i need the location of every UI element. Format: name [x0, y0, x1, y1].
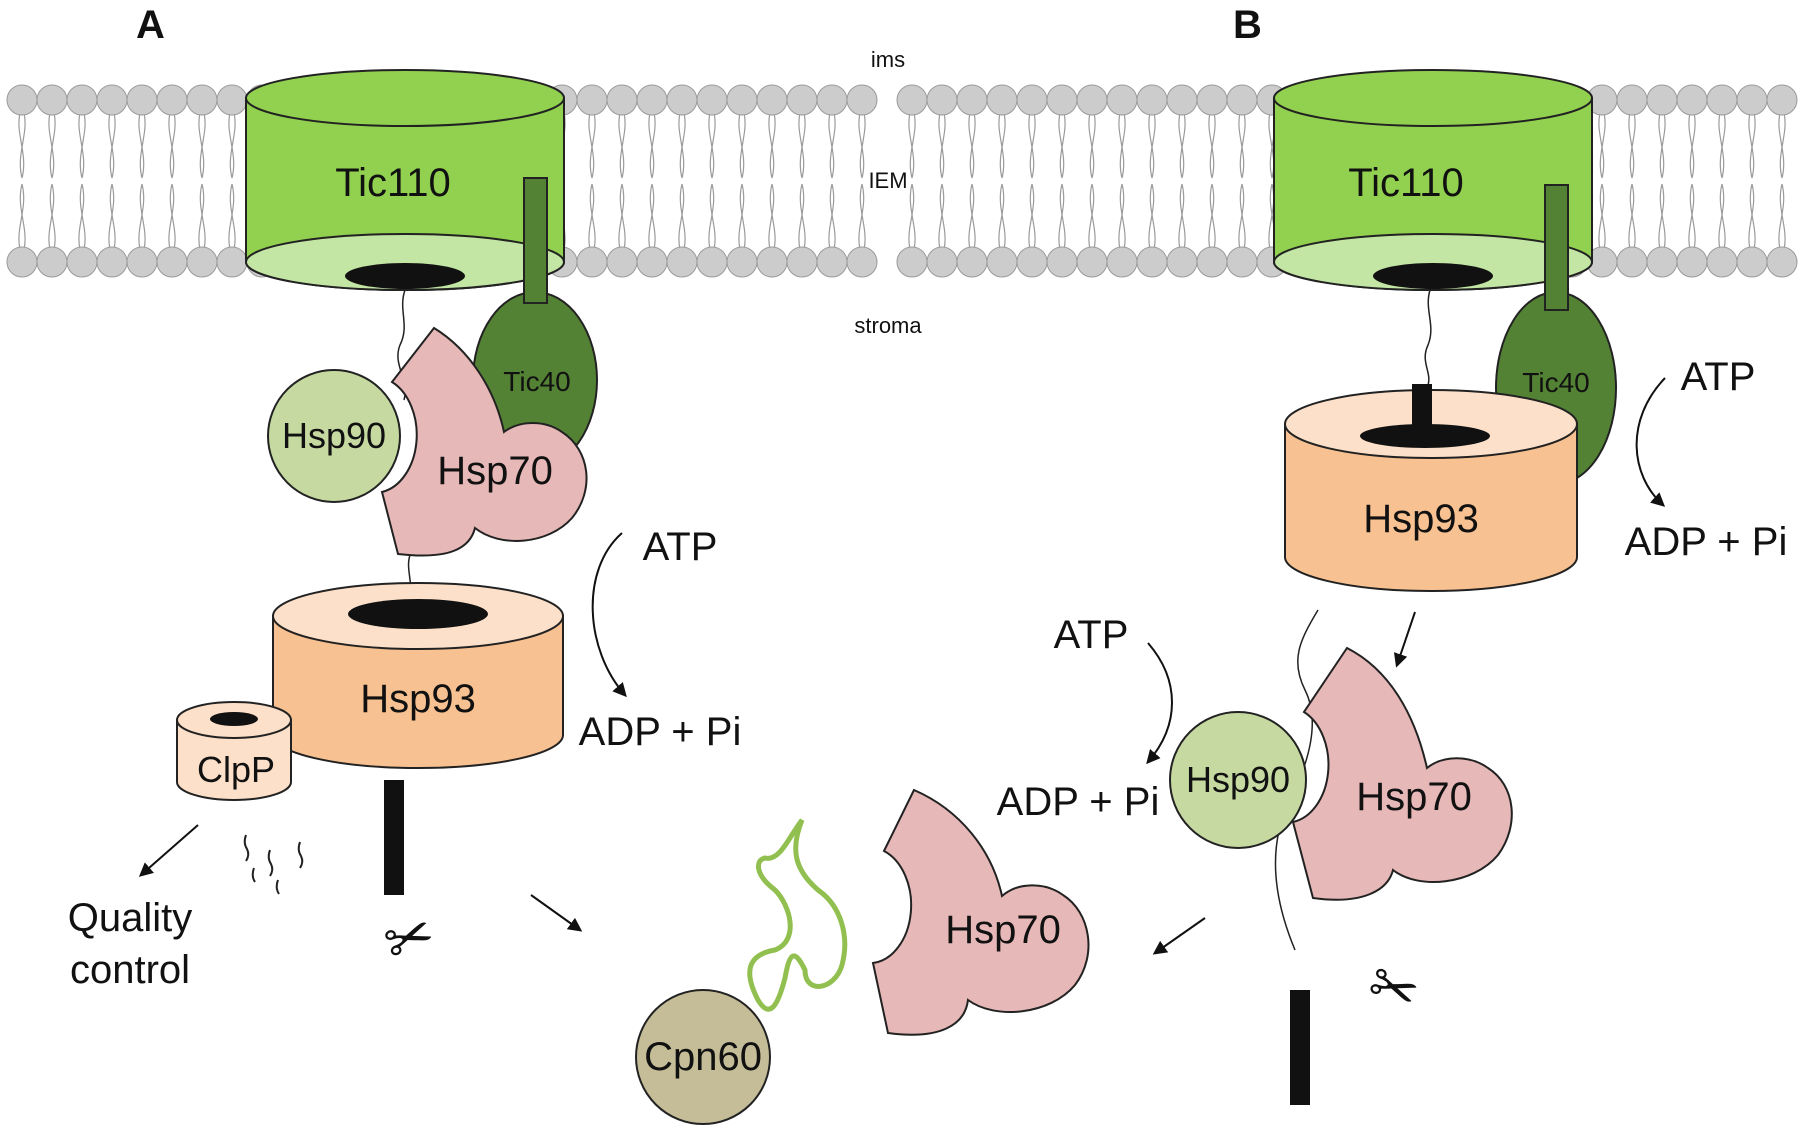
clpp-label: ClpP	[197, 749, 275, 790]
quality-control-label-line2: control	[70, 948, 190, 992]
hsp70-label-free: Hsp70	[945, 908, 1061, 952]
tic110-label-a: Tic110	[335, 161, 451, 205]
hsp93-label-b: Hsp93	[1363, 497, 1479, 541]
tic110-label-b: Tic110	[1348, 161, 1464, 205]
folding-arrow-b	[1152, 917, 1206, 955]
adp-label-b-top: ADP + Pi	[1625, 520, 1788, 564]
atp-hydrolysis-arrow-b-top	[1635, 377, 1666, 507]
cleaved-transit-peptide-a	[384, 780, 404, 895]
hsp90-a: Hsp90	[267, 369, 401, 503]
region-label-iem: IEM	[868, 168, 907, 193]
atp-label-b-top: ATP	[1681, 355, 1756, 399]
atp-label-a: ATP	[643, 525, 718, 569]
hsp70-b: Hsp70	[1291, 646, 1513, 901]
hsp93-label-a: Hsp93	[360, 677, 476, 721]
hsp70-a: Hsp70	[380, 326, 588, 557]
tic110-channel-a: Tic110	[245, 69, 565, 291]
quality-control-label-line1: Quality	[68, 896, 193, 940]
hsp93-a: Hsp93	[272, 582, 564, 769]
tic40-a: Tic40	[472, 177, 598, 469]
region-label-ims: ims	[871, 47, 905, 72]
atp-hydrolysis-arrow-a	[591, 532, 627, 698]
cpn60-label: Cpn60	[644, 1035, 762, 1079]
hsp90-label-b: Hsp90	[1186, 759, 1290, 800]
tic110-channel-b: Tic110	[1273, 69, 1593, 291]
clpp-a: ClpP	[176, 701, 292, 801]
hsp70-label-b: Hsp70	[1356, 775, 1472, 819]
scissors-icon-a: ✂	[376, 900, 444, 978]
substrate-chain-b	[1274, 609, 1319, 951]
tic40-label-b: Tic40	[1522, 367, 1589, 398]
atp-hydrolysis-arrow-b-mid	[1146, 642, 1173, 765]
adp-label-b-mid: ADP + Pi	[997, 780, 1160, 824]
hsp93-b: Hsp93	[1284, 384, 1578, 592]
hsp70-label-a: Hsp70	[437, 449, 553, 493]
hsp90-b: Hsp90	[1169, 711, 1307, 849]
panel-label-a: A	[136, 3, 165, 47]
cleaved-transit-peptide-b	[1290, 990, 1310, 1105]
region-label-stroma: stroma	[854, 313, 922, 338]
release-arrow-b	[1393, 611, 1416, 668]
tic40-label-a: Tic40	[503, 366, 570, 397]
cpn60: Cpn60	[635, 989, 771, 1125]
folding-arrow-a	[530, 894, 583, 932]
degradation-fragments	[243, 834, 304, 895]
hsp70-free: Hsp70	[871, 788, 1090, 1036]
scissors-icon-b: ✂	[1360, 950, 1428, 1028]
unfolded-substrate-protein	[747, 818, 848, 1012]
adp-label-a: ADP + Pi	[579, 710, 742, 754]
panel-label-b: B	[1233, 3, 1262, 47]
quality-control-arrow	[138, 824, 199, 877]
hsp90-label-a: Hsp90	[282, 415, 386, 456]
atp-label-b-mid: ATP	[1054, 613, 1129, 657]
transit-peptide-b	[1424, 289, 1432, 386]
